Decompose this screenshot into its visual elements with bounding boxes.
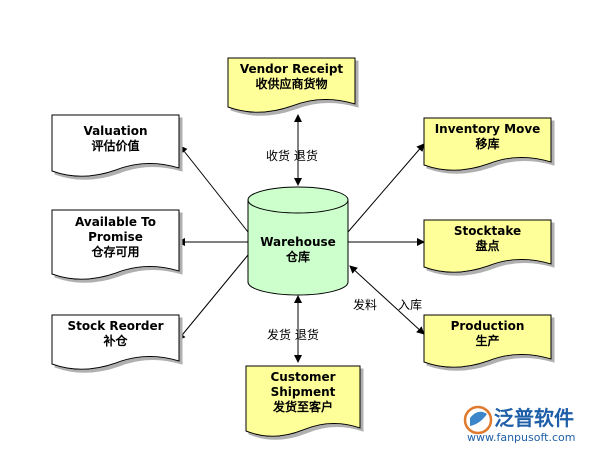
vendor-receipt-en: Vendor Receipt xyxy=(239,62,344,76)
warehouse-en: Warehouse xyxy=(260,235,336,249)
watermark-brand: 泛普软件 xyxy=(494,406,574,430)
available-to-promise-cn: 仓存可用 xyxy=(91,245,140,259)
edge-label-shipment: 发货 退货 xyxy=(267,328,319,342)
valuation-label: Valuation 评估价值 xyxy=(52,124,179,154)
arrow-warehouse-inventory-move xyxy=(347,143,425,233)
valuation-cn: 评估价值 xyxy=(91,139,140,153)
production-label: Production 生产 xyxy=(424,319,551,349)
valuation-en: Valuation xyxy=(83,124,148,138)
warehouse-label: Warehouse 仓库 xyxy=(248,235,348,265)
edge-label-production-out: 发料 xyxy=(353,298,378,312)
production-cn: 生产 xyxy=(475,334,500,348)
node-customer-shipment xyxy=(245,365,361,437)
watermark-url: www.fanpusoft.com xyxy=(467,431,576,444)
available-to-promise-en1: Available To xyxy=(75,215,156,229)
inventory-move-cn: 移库 xyxy=(475,137,500,151)
arrow-warehouse-valuation xyxy=(179,145,249,233)
vendor-receipt-label: Vendor Receipt 收供应商货物 xyxy=(228,62,355,92)
node-production xyxy=(423,314,552,368)
vendor-receipt-cn: 收供应商货物 xyxy=(255,77,328,91)
customer-shipment-en1: Customer xyxy=(270,370,336,384)
stocktake-en: Stocktake xyxy=(453,224,522,238)
stock-reorder-label: Stock Reorder 补仓 xyxy=(52,319,179,349)
customer-shipment-label: Customer Shipment 发货至客户 xyxy=(246,370,360,415)
stock-reorder-en: Stock Reorder xyxy=(67,319,164,333)
edge-label-vendor: 收货 退货 xyxy=(266,149,318,163)
node-available-to-promise xyxy=(51,209,180,280)
customer-shipment-en2: Shipment xyxy=(270,385,336,399)
available-to-promise-label: Available To Promise 仓存可用 xyxy=(52,215,179,260)
arrow-warehouse-reorder xyxy=(177,254,249,341)
node-inventory-move xyxy=(423,117,552,171)
arrow-warehouse-production xyxy=(349,265,425,335)
available-to-promise-en2: Promise xyxy=(88,230,143,244)
stocktake-cn: 盘点 xyxy=(475,239,500,253)
edge-label-production-in: 入库 xyxy=(398,298,423,312)
brand-logo-icon xyxy=(463,405,493,435)
inventory-move-label: Inventory Move 移库 xyxy=(424,122,551,152)
stocktake-label: Stocktake 盘点 xyxy=(424,224,551,254)
node-warehouse xyxy=(247,186,349,296)
node-valuation xyxy=(51,114,180,177)
node-stocktake xyxy=(423,219,552,273)
node-stock-reorder xyxy=(51,314,180,370)
production-en: Production xyxy=(450,319,525,333)
node-vendor-receipt xyxy=(227,57,356,113)
stock-reorder-cn: 补仓 xyxy=(103,334,128,348)
inventory-move-en: Inventory Move xyxy=(434,122,541,136)
customer-shipment-cn: 发货至客户 xyxy=(272,400,333,414)
warehouse-cn: 仓库 xyxy=(285,250,310,264)
